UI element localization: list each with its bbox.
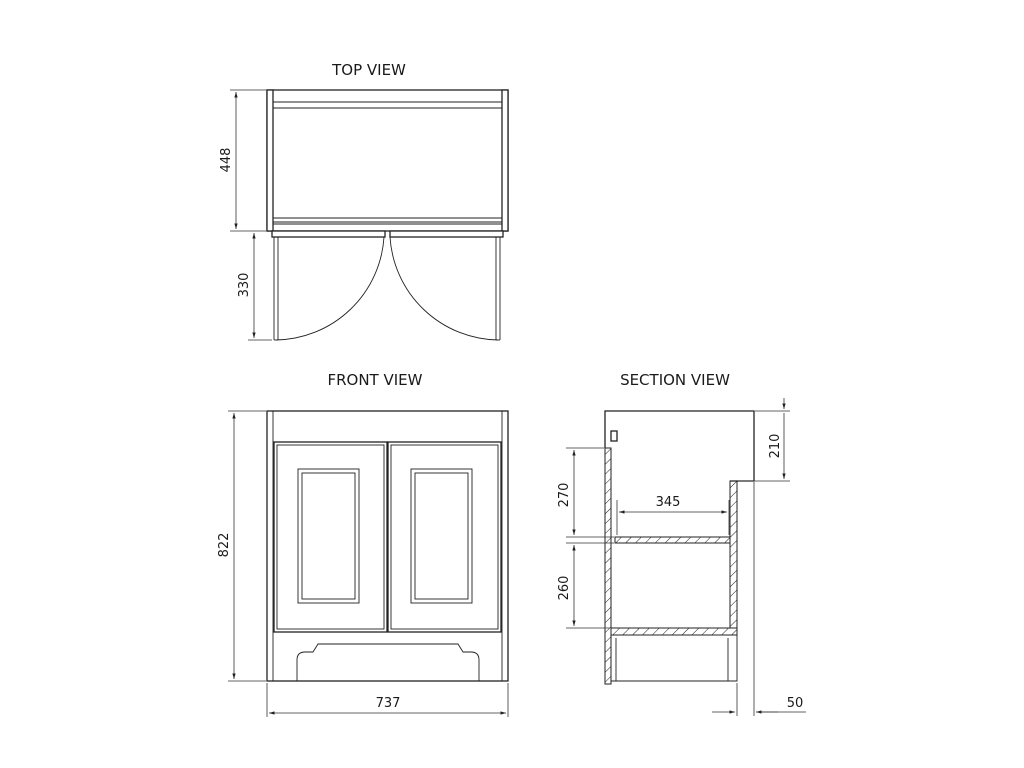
right-door bbox=[387, 441, 502, 633]
top-view-right-panel bbox=[501, 89, 509, 232]
width-dimension: 737 bbox=[266, 683, 509, 717]
upper-gap-dimension: 270 bbox=[557, 447, 614, 538]
lower-gap-value: 260 bbox=[557, 576, 572, 601]
top-view-left-panel bbox=[266, 89, 274, 232]
top-view-title: TOP VIEW bbox=[331, 61, 406, 79]
bottom-shelf bbox=[610, 627, 738, 636]
top-offset-dimension: 210 bbox=[738, 398, 790, 482]
door-swing-value: 330 bbox=[237, 273, 252, 298]
upper-gap-value: 270 bbox=[557, 483, 572, 508]
height-dimension: 822 bbox=[217, 410, 266, 682]
front-view-title: FRONT VIEW bbox=[327, 371, 422, 389]
plinth-setback-value: 50 bbox=[787, 696, 804, 711]
shelf-depth-value: 345 bbox=[656, 495, 681, 510]
left-door bbox=[273, 441, 388, 633]
shelf-depth-dimension: 345 bbox=[616, 495, 730, 535]
lower-gap-dimension: 260 bbox=[557, 542, 614, 629]
plinth-cutout bbox=[296, 643, 480, 681]
door-swing bbox=[271, 230, 504, 341]
door-section bbox=[604, 447, 612, 685]
top-offset-value: 210 bbox=[768, 434, 783, 459]
top-depth-dimension: 448 bbox=[219, 89, 266, 232]
plinth-setback-dimension: 50 bbox=[712, 482, 806, 716]
section-view: SECTION VIEW 210 270 bbox=[557, 371, 806, 716]
top-depth-value: 448 bbox=[219, 148, 234, 173]
door-swing-dimension: 330 bbox=[237, 233, 272, 341]
front-view: FRONT VIEW 822 737 bbox=[217, 371, 509, 717]
section-view-title: SECTION VIEW bbox=[620, 371, 730, 389]
upper-shelf bbox=[614, 536, 731, 544]
width-value: 737 bbox=[376, 696, 401, 711]
worktop-outline bbox=[604, 410, 755, 482]
top-view: TOP VIEW 448 bbox=[219, 61, 509, 341]
height-value: 822 bbox=[217, 533, 232, 558]
back-panel bbox=[729, 480, 738, 629]
top-view-carcass bbox=[266, 89, 509, 232]
